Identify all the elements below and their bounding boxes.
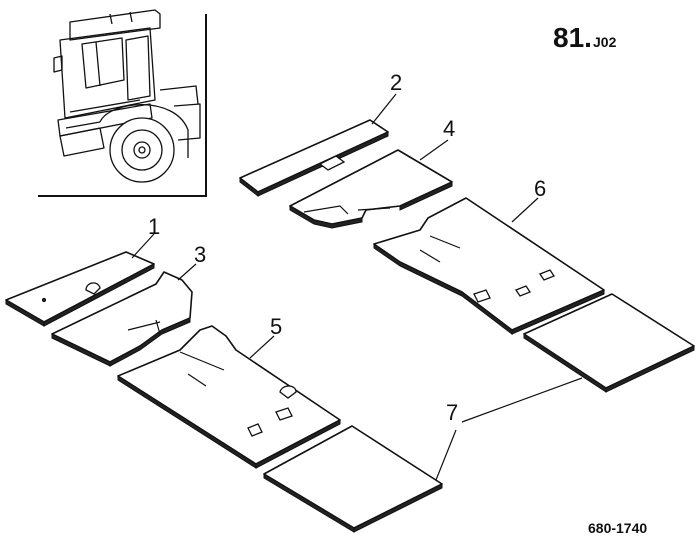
callout-1: 1 bbox=[148, 214, 160, 239]
part-5-mat bbox=[117, 325, 341, 469]
callout-7: 7 bbox=[446, 400, 458, 425]
part-4-mat bbox=[289, 149, 453, 229]
drawing-number: 680-1740 bbox=[588, 520, 647, 536]
group-code-main: 81. bbox=[553, 22, 592, 53]
group-code: 81. J02 bbox=[553, 22, 617, 53]
truck-cab-icon bbox=[53, 9, 201, 183]
group-code-sub: J02 bbox=[593, 34, 617, 50]
leader-4 bbox=[419, 139, 449, 161]
part-1-mat bbox=[5, 251, 155, 327]
callout-6: 6 bbox=[534, 176, 546, 201]
part-7-mat-left bbox=[263, 425, 443, 533]
leader-2 bbox=[371, 93, 397, 125]
leader-7a bbox=[461, 377, 583, 423]
callout-4: 4 bbox=[443, 116, 455, 141]
part-6-mat bbox=[373, 197, 605, 336]
leader-1 bbox=[131, 233, 155, 259]
leader-6 bbox=[511, 197, 539, 223]
part-3-mat bbox=[51, 271, 193, 367]
callout-numbers: 1 2 3 4 5 6 7 bbox=[148, 70, 546, 425]
callout-2: 2 bbox=[390, 70, 402, 95]
inset-frame bbox=[38, 14, 207, 197]
leader-7b bbox=[435, 429, 457, 481]
part-7-mat-right bbox=[523, 293, 695, 393]
callout-3: 3 bbox=[194, 242, 206, 267]
callout-5: 5 bbox=[270, 314, 282, 339]
part-2-mat bbox=[239, 119, 389, 198]
truck-cab-inset bbox=[38, 9, 207, 197]
leader-3 bbox=[177, 263, 197, 281]
leader-5 bbox=[249, 335, 275, 359]
leader-lines bbox=[131, 93, 583, 481]
